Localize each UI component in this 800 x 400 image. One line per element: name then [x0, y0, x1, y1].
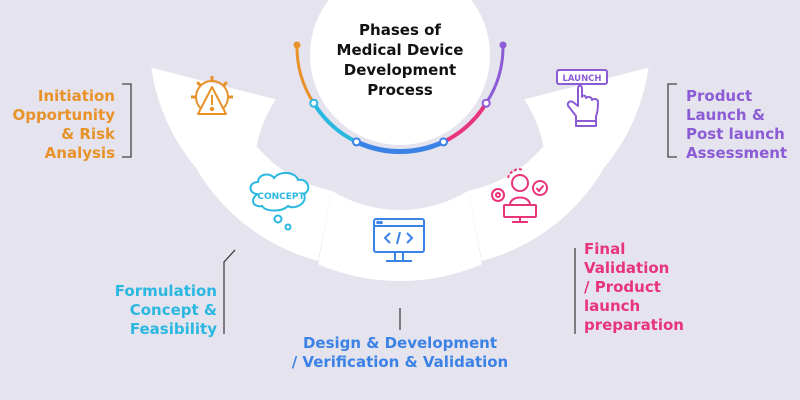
label-line: Validation	[584, 259, 670, 277]
label-line: Formulation	[114, 282, 217, 300]
arc-segment-design	[354, 139, 446, 154]
arc-segment-initiation	[295, 43, 316, 105]
diagram-title: Phases of Medical Device Development Pro…	[320, 20, 480, 100]
label-line: launch	[584, 297, 641, 315]
bracket-formulation	[223, 249, 236, 334]
phase-label-validation: Final Validation / Product launch prepar…	[584, 240, 684, 335]
arc-dot	[439, 137, 448, 147]
launch-icon-text: LAUNCH	[562, 74, 601, 84]
label-line: / Product	[584, 278, 661, 296]
arc-dot	[352, 137, 361, 147]
phase-label-design: Design & Development / Verification & Va…	[280, 334, 520, 372]
warning-gear-icon	[191, 76, 233, 115]
label-line: preparation	[584, 316, 684, 334]
validation-person-icon	[491, 168, 548, 223]
label-brackets	[122, 83, 677, 334]
label-line: Opportunity	[12, 106, 115, 124]
label-line: Product	[686, 87, 753, 105]
phase-label-formulation: Formulation Concept & Feasibility	[115, 282, 217, 339]
label-line: Analysis	[44, 144, 115, 162]
center-circle	[310, 0, 490, 145]
concept-icon-text: CONCEPT	[257, 192, 305, 202]
label-line: Feasibility	[129, 320, 217, 338]
title-line: Development	[343, 61, 457, 79]
label-line: & Risk	[61, 125, 115, 143]
label-line: Initiation	[37, 87, 115, 105]
label-line: Concept &	[129, 301, 217, 319]
code-monitor-icon	[373, 218, 425, 262]
label-line: / Verification & Validation	[291, 353, 509, 371]
phase-card-initiation	[151, 67, 276, 169]
title-line: Medical Device	[336, 41, 464, 59]
arc-dot	[481, 98, 491, 108]
phase-label-launch: Product Launch & Post launch Assessment	[686, 87, 787, 163]
label-line: Post launch	[686, 125, 785, 143]
label-line: Launch &	[686, 106, 765, 124]
phase-card-validation	[468, 146, 604, 261]
arc-dot	[499, 41, 507, 49]
progress-arc	[293, 41, 507, 154]
concept-cloud-icon: CONCEPT	[249, 172, 310, 231]
label-line: Design & Development	[302, 334, 498, 352]
bracket-initiation	[122, 83, 132, 158]
arc-segment-launch	[484, 43, 505, 105]
label-line: Assessment	[686, 144, 788, 162]
arc-dot	[309, 98, 319, 108]
label-line: Final	[584, 240, 626, 258]
launch-button-icon: LAUNCH	[556, 69, 608, 127]
phase-label-initiation: Initiation Opportunity & Risk Analysis	[12, 87, 115, 163]
bracket-launch	[667, 83, 677, 158]
arc-dot	[293, 41, 301, 49]
title-line: Phases of	[359, 21, 441, 39]
title-line: Process	[367, 81, 433, 99]
